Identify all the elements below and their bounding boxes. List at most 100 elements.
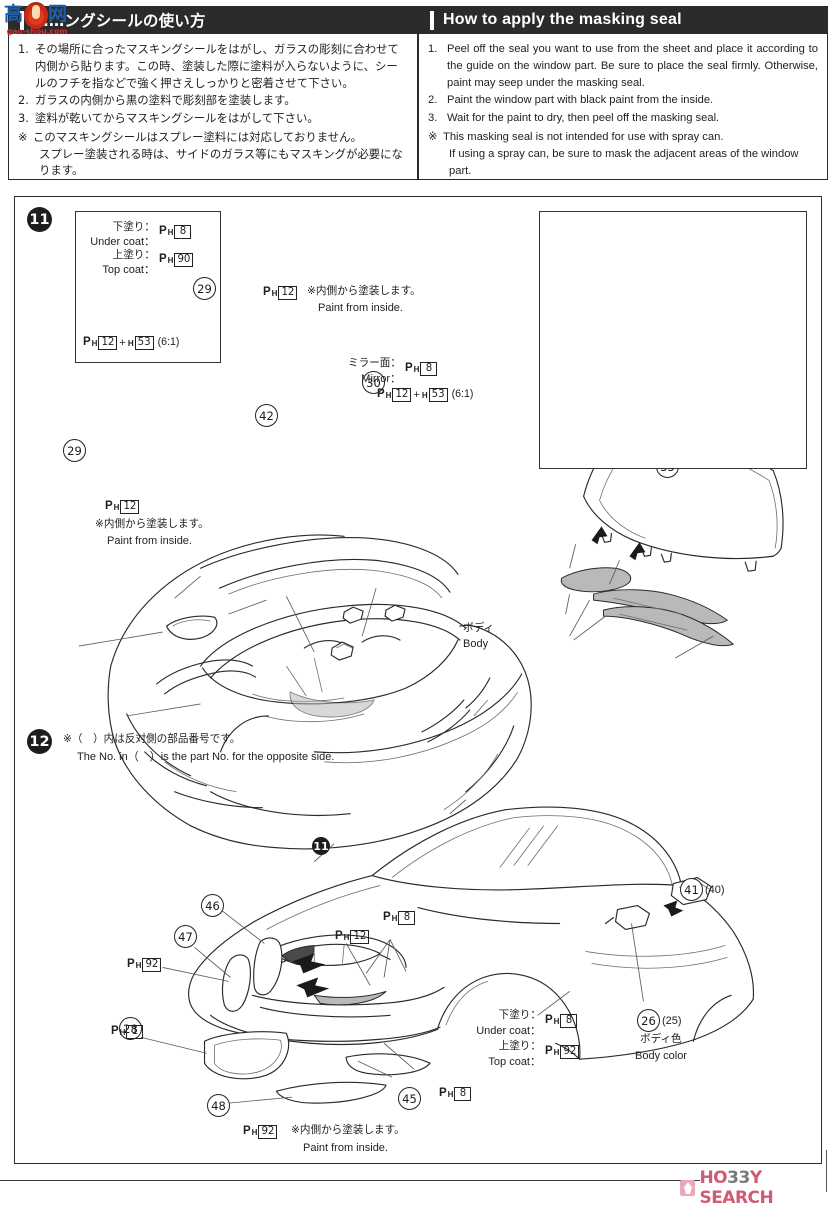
part-callout-26: 26 [637, 1009, 660, 1032]
paint-inside-left-en: Paint from inside. [107, 535, 192, 547]
step-number: 3. [428, 112, 438, 125]
english-note: ※ This masking seal is not intended for … [428, 129, 818, 179]
paint-sub: H [391, 914, 398, 924]
paint-sub: H [271, 289, 278, 299]
mirror-label-en: Mirror： [361, 373, 401, 385]
body-label-jp: ボディ [463, 622, 495, 634]
step12-ref-step-11-badge: 11 [312, 837, 330, 855]
step-number: 1. [428, 43, 438, 55]
paint-sub-2: H [127, 339, 134, 349]
paint-prefix: P [159, 225, 167, 237]
step12-note-jp: ※（ ）内は反対側の部品番号です。 [63, 733, 241, 745]
paint-code: 1 [126, 1024, 144, 1039]
english-step-list: 1. Peel off the seal you want to use fro… [428, 41, 818, 127]
paint-prefix: P [383, 911, 391, 923]
body-color-en: Body color [635, 1050, 687, 1062]
paint-code: 8 [398, 910, 416, 925]
watermark-domain: gao-shou.com [6, 27, 68, 36]
step-text: Wait for the paint to dry, then peel off… [447, 112, 720, 125]
note-line-2: スプレー塗装される時は、サイドのガラス等にもマスキングが必要になります。 [39, 146, 403, 178]
hobby-search-logo: HO33Y SEARCH [680, 1168, 836, 1208]
part-callout-42: 42 [255, 404, 278, 427]
watermark-logo: 高 网 gao-shou.com [2, 2, 72, 42]
paint-prefix: P [111, 1025, 119, 1037]
step-11-badge: 11 [27, 207, 52, 232]
step-number: 2. [18, 93, 29, 108]
note-line-1: This masking seal is not intended for us… [443, 130, 724, 143]
part-callout-48: 48 [207, 1094, 230, 1117]
panel-japanese: ……ングシールの使い方 1. その場所に合ったマスキングシールをはがし、ガラスの… [8, 6, 418, 182]
step12-note-en: The No. in（ ）is the part No. for the opp… [77, 751, 335, 763]
step12-undercoat-en: Under coat： [476, 1025, 541, 1037]
paint-ratio: (6:1) [157, 335, 180, 348]
paint-sub: H [553, 1017, 560, 1027]
paint-prefix: P [335, 930, 343, 942]
header-accent-bar [20, 10, 24, 30]
paint-sub: H [135, 961, 142, 971]
list-item: 2. Paint the window part with black pain… [428, 92, 818, 109]
part-callout-29-box: 29 [193, 277, 216, 300]
body-label-en: Body [463, 638, 489, 650]
step11-part-29-piece [166, 615, 218, 640]
list-item: 3. 塗料が乾いてからマスキングシールをはがして下さい。 [18, 110, 408, 127]
step-text: その場所に合ったマスキングシールをはがし、ガラスの彫刻に合わせて内側から貼ります… [35, 42, 399, 90]
mirror-label-jp: ミラー面： [348, 357, 401, 369]
paint-code: 8 [420, 361, 438, 376]
part-callout-46: 46 [201, 894, 224, 917]
paint-sub: H [447, 1090, 454, 1100]
part-callout-47: 47 [174, 925, 197, 948]
step12-leader-lines [140, 843, 690, 1104]
paint-code: 92 [560, 1044, 580, 1059]
note-line-1: このマスキングシールはスプレー塗料には対応しておりません。 [33, 129, 362, 144]
paint-prefix: P [159, 253, 167, 265]
undercoat-label-jp: 下塗り： [112, 221, 155, 233]
instruction-panels: ……ングシールの使い方 1. その場所に合ったマスキングシールをはがし、ガラスの… [8, 6, 828, 182]
part-callout-30: 30 [362, 371, 385, 394]
part-callout-26-opposite: (25) [662, 1015, 682, 1027]
paint-sub: H [251, 1128, 258, 1138]
paint-sub: H [91, 339, 98, 349]
panel-english-header: How to apply the masking seal [418, 6, 828, 34]
watermark-char-1: 高 [4, 3, 24, 25]
footer-right-rule [826, 1150, 827, 1192]
paint-code: 8 [174, 224, 192, 239]
paint-sub: H [385, 391, 392, 401]
hand-icon [24, 2, 48, 29]
part-callout-29: 29 [63, 439, 86, 462]
hobby-search-mark-icon [680, 1180, 696, 1196]
header-accent-bar [430, 10, 434, 30]
watermark-char-2: 网 [48, 3, 68, 25]
panel-english: How to apply the masking seal 1. Peel of… [418, 6, 828, 182]
paint-inside-left-jp: ※内側から塗装します。 [95, 518, 209, 530]
panel-japanese-header: ……ングシールの使い方 [8, 6, 418, 34]
topcoat-label-jp: 上塗り： [112, 249, 155, 261]
panel-japanese-body: 1. その場所に合ったマスキングシールをはがし、ガラスの彫刻に合わせて内側から貼… [8, 34, 418, 180]
part-callout-45: 45 [398, 1087, 421, 1110]
step11-windshield-detail-box [539, 211, 807, 469]
paint-prefix: P [545, 1014, 553, 1026]
paint-sub: H [413, 365, 420, 375]
paint-op: + [119, 336, 126, 349]
assembly-line-art [78, 413, 784, 1104]
panel-japanese-title: ……ングシールの使い方 [33, 12, 206, 30]
panel-english-body: 1. Peel off the seal you want to use fro… [418, 34, 828, 180]
paint-sub: H [113, 503, 120, 513]
paint-inside-top-en: Paint from inside. [318, 302, 403, 314]
paint-code-1: 12 [392, 387, 412, 402]
paint-code: 92 [258, 1124, 278, 1139]
step-text: ガラスの内側から黒の塗料で彫刻部を塗装します。 [35, 93, 296, 108]
paint-code: 90 [174, 252, 194, 267]
paint-inside-top-jp: ※内側から塗装します。 [307, 285, 421, 297]
paint-code: 8 [454, 1086, 472, 1101]
